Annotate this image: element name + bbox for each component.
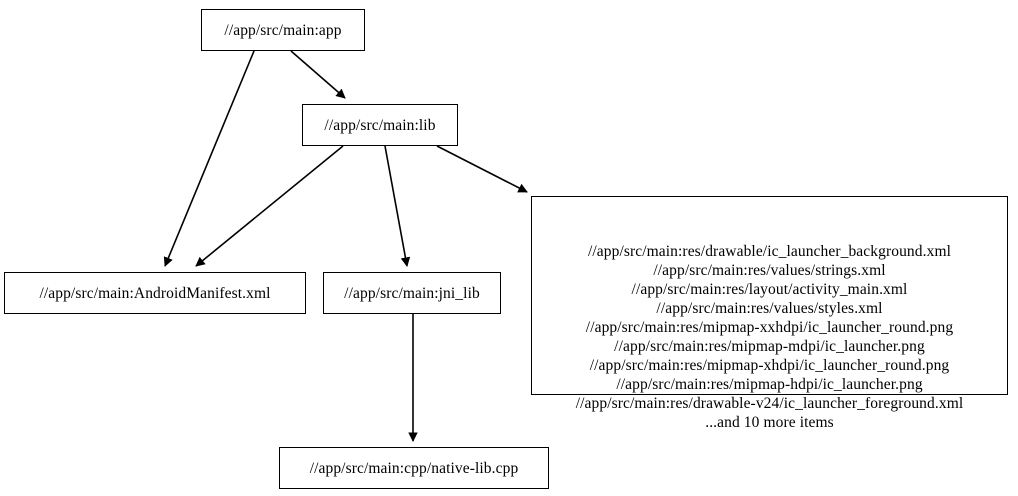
node-jni-lib[interactable]: //app/src/main:jni_lib [323, 272, 501, 314]
node-res-group[interactable]: //app/src/main:res/drawable/ic_launcher_… [531, 196, 1008, 431]
edge-app-to-manifest [163, 50, 255, 267]
node-android-manifest[interactable]: //app/src/main:AndroidManifest.xml [4, 272, 306, 314]
node-native-lib-cpp-label: //app/src/main:cpp/native-lib.cpp [309, 459, 519, 477]
node-jni-lib-label: //app/src/main:jni_lib [344, 284, 480, 302]
edge-lib-to-jni [384, 145, 411, 267]
node-native-lib-cpp[interactable]: //app/src/main:cpp/native-lib.cpp [279, 447, 549, 489]
node-lib[interactable]: //app/src/main:lib [302, 104, 458, 146]
node-res-group-label: //app/src/main:res/drawable/ic_launcher_… [575, 243, 964, 431]
edge-lib-to-manifest [195, 145, 344, 267]
node-app-label: //app/src/main:app [224, 21, 342, 39]
node-lib-label: //app/src/main:lib [324, 116, 436, 134]
node-app[interactable]: //app/src/main:app [201, 9, 365, 51]
edge-lib-to-res [436, 145, 528, 193]
edge-app-to-lib [290, 50, 346, 99]
node-android-manifest-label: //app/src/main:AndroidManifest.xml [39, 284, 271, 302]
